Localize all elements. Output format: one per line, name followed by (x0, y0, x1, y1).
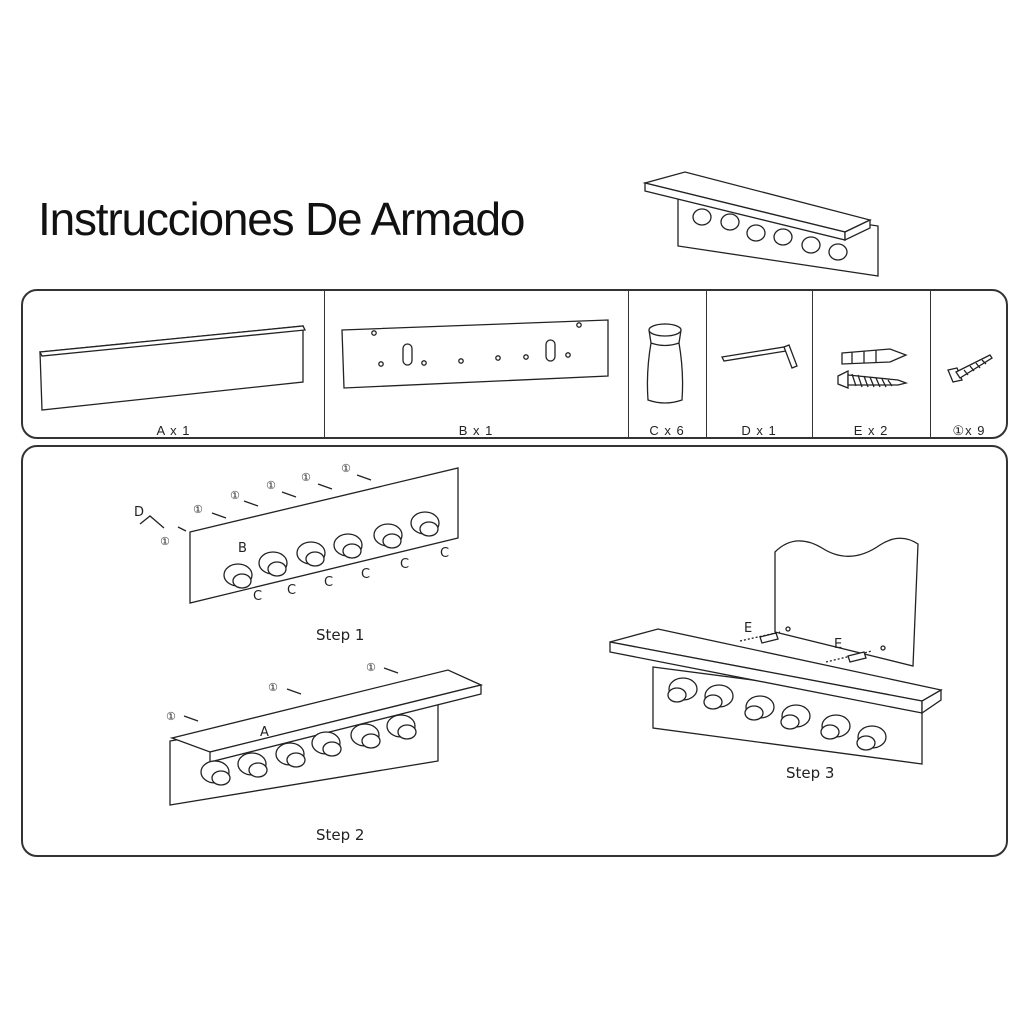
callout-screw: ① (266, 479, 276, 492)
callout-screw: ① (193, 503, 203, 516)
step-2-label: Step 2 (316, 826, 365, 844)
callout-screw: ① (166, 710, 176, 723)
part-screw (947, 354, 993, 383)
part-b-label: B x 1 (458, 423, 494, 438)
callout-screw: ① (268, 681, 278, 694)
divider (930, 291, 931, 437)
step-3-label: Step 3 (786, 764, 835, 782)
callout-e: E (744, 621, 752, 636)
divider (706, 291, 707, 437)
part-c-peg (646, 323, 684, 404)
callout-screw: ① (301, 471, 311, 484)
wall (774, 537, 919, 667)
step-3-pegs (667, 677, 887, 751)
part-a-board (38, 325, 307, 411)
step-2-diagram: ① ① ① A (166, 661, 483, 806)
parts-panel: A x 1 B x 1 C x 6 D x 1 E x 2 ①x 9 (21, 289, 1008, 439)
callout-c: C (287, 583, 296, 598)
callout-b: B (238, 541, 247, 556)
part-d-label: D x 1 (741, 423, 777, 438)
part-a-label: A x 1 (156, 423, 191, 438)
hero-hooks (692, 208, 848, 261)
part-c-label: C x 6 (649, 423, 685, 438)
divider (628, 291, 629, 437)
callout-screw: ① (341, 462, 351, 475)
callout-c: C (400, 557, 409, 572)
part-screw-label: ①x 9 (952, 423, 986, 438)
divider (812, 291, 813, 437)
part-e-label: E x 2 (853, 423, 889, 438)
callout-c: C (361, 567, 370, 582)
callout-screw: ① (160, 535, 170, 548)
step-1-diagram: D B C C C C C C ① ① ① ① ① ① (134, 462, 459, 604)
step-1-label: Step 1 (316, 626, 365, 644)
step-1-screws (177, 474, 372, 532)
callout-e: E (834, 637, 842, 652)
callout-screw: ① (366, 661, 376, 674)
step-3-diagram: E E (609, 537, 943, 765)
steps-panel (21, 445, 1008, 857)
part-e-anchor-screw (837, 348, 909, 389)
callout-screw: ① (230, 489, 240, 502)
callout-a: A (260, 725, 269, 740)
divider (324, 291, 325, 437)
callout-c: C (324, 575, 333, 590)
part-b-panel (341, 319, 609, 389)
step-1-pegs (223, 511, 440, 589)
callout-d: D (134, 505, 144, 520)
page-title: Instrucciones De Armado (38, 193, 526, 245)
callout-c: C (440, 546, 449, 561)
step-2-pegs (200, 714, 417, 786)
part-d-allen-key (721, 344, 798, 369)
callout-c: C (253, 589, 262, 604)
